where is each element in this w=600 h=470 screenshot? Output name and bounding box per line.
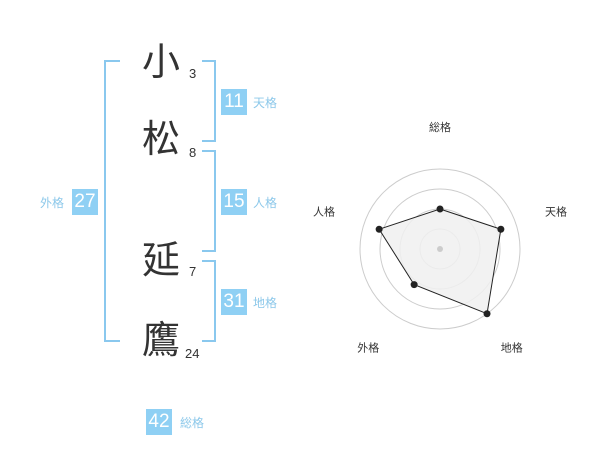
radar-point-3 [483,310,491,318]
radar-point-1 [436,205,444,213]
radar-axis-label-5: 人格 [313,204,335,218]
gaikaku-label: 外格 [40,196,65,210]
chikaku-value: 31 [221,289,247,315]
radar-point-2 [497,225,505,233]
chikaku-label: 地格 [253,296,278,310]
radar-series-polygon [378,208,502,315]
radar-axis-label-1: 総格 [429,120,451,134]
jinkaku-value: 15 [221,189,247,215]
tenkaku-label: 天格 [253,96,278,110]
gaikaku-value: 27 [72,189,98,215]
tenkaku-bracket [202,60,216,142]
jinkaku-label: 人格 [253,196,278,210]
chikaku-bracket [202,260,216,342]
stroke-count-4: 24 [185,346,200,361]
radar-axis-label-2: 天格 [545,204,567,218]
tenkaku-value: 11 [221,89,247,115]
radar-axis-label-4: 外格 [357,341,379,355]
stroke-count-3: 7 [189,264,197,279]
radar-center-dot [437,246,443,252]
radar-axis-label-3: 地格 [501,341,523,355]
radar-point-5 [375,225,383,233]
radar-ring [379,188,501,310]
name-char-3: 延 [141,238,180,282]
stroke-count-1: 3 [189,66,197,81]
name-char-4: 鷹 [141,318,180,362]
gaikaku-bracket [104,60,120,342]
stroke-count-2: 8 [189,145,197,160]
radar-ring [359,168,521,330]
jinkaku-bracket [202,150,216,252]
radar-point-4 [410,281,418,289]
name-char-2: 松 [141,117,180,161]
name-char-1: 小 [141,40,180,84]
soukaku-value: 42 [146,409,172,435]
soukaku-label: 総格 [180,416,205,430]
